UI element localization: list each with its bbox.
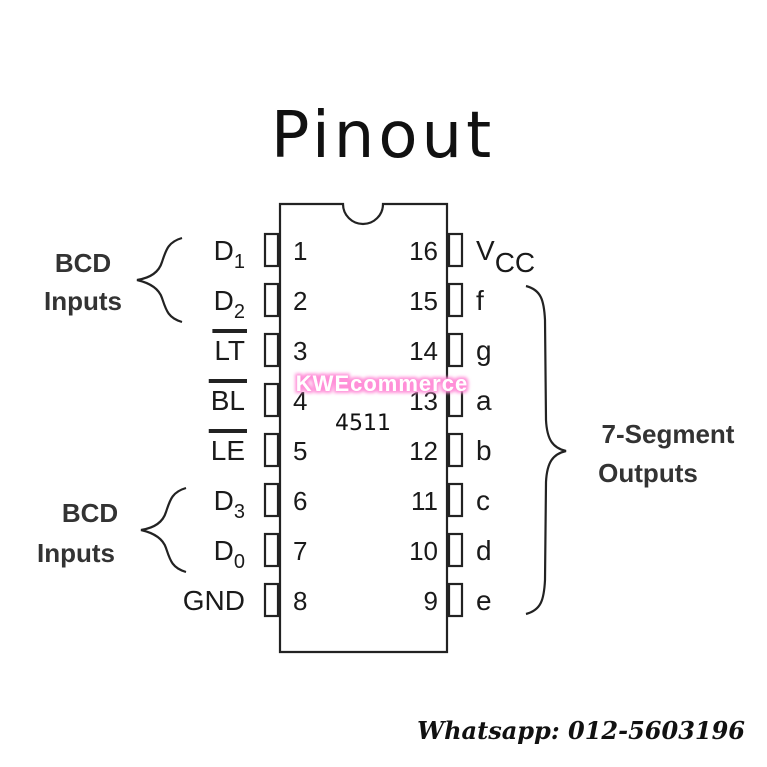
pin-lead [263,482,280,518]
pin-lead [263,582,280,618]
segment-outputs-group: 7-Segment Outputs [525,284,735,616]
segment-outputs-label-line1: 7-Segment [602,419,735,449]
pin-14: 14 g [409,332,492,368]
bcd-top-label-line2: Inputs [44,286,122,316]
bcd-inputs-bottom-group: BCD Inputs [37,486,187,574]
pin-number: 15 [409,286,438,316]
chip-name: 4511 [335,411,391,436]
left-pin-column: 1 D1 2 D2 3 LT 4 BL 5 LE 6 D3 7 D0 8 GND [183,232,307,618]
pin-number: 4 [293,386,307,416]
pin-label: BL [211,385,245,416]
pin-lead [447,332,464,368]
pin-number: 6 [293,486,307,516]
pin-number: 10 [409,536,438,566]
pin-13: 13 a [409,382,492,418]
pin-number: 3 [293,336,307,366]
pin-lead [447,382,464,418]
bcd-top-label-line1: BCD [55,248,111,278]
pin-12: 12 b [409,432,492,468]
segment-outputs-label-line2: Outputs [598,458,698,488]
contact-text: Whatsapp: 012-5603196 [417,716,745,745]
segment-outputs-brace [525,284,567,616]
pin-number: 7 [293,536,307,566]
pin-2: 2 D2 [214,282,307,323]
pin-number: 5 [293,436,307,466]
pin-11: 11 c [411,482,490,518]
pin-lead [447,232,464,268]
pin-lead [263,282,280,318]
pin-label: LE [211,435,245,466]
pin-label: D3 [214,485,245,523]
pin-lead [447,282,464,318]
pin-number: 2 [293,286,307,316]
bcd-bottom-brace [140,486,187,574]
pin-lead [263,232,280,268]
bcd-inputs-top-group: BCD Inputs [44,236,183,324]
pin-16: 16 VCC [409,232,535,278]
page-title: Pinout [271,99,495,173]
bcd-top-brace [136,236,183,324]
bcd-bottom-label-line2: Inputs [37,538,115,568]
pin-label: c [476,485,490,516]
chip-body [278,202,449,654]
pin-lead [263,382,280,418]
pin-number: 1 [293,236,307,266]
pin-7: 7 D0 [214,532,307,573]
pin-lead [447,482,464,518]
pin-4: 4 BL [208,379,307,418]
pin-lead [447,532,464,568]
pin-lead [263,432,280,468]
pin-number: 12 [409,436,438,466]
pin-lead [447,582,464,618]
pin-number: 16 [409,236,438,266]
pin-label: g [476,335,492,366]
pin-label: D2 [214,285,245,323]
pin-label: D0 [214,535,245,573]
pin-number: 9 [424,586,438,616]
pin-6: 6 D3 [214,482,307,523]
pin-label: d [476,535,492,566]
pin-number: 11 [411,486,438,516]
pin-number: 14 [409,336,438,366]
pin-5: 5 LE [208,429,307,468]
pin-number: 13 [409,386,438,416]
pin-number: 8 [293,586,307,616]
pin-1: 1 D1 [214,232,307,273]
pin-lead [447,432,464,468]
pin-label: f [476,285,484,316]
watermark-logo: KWEcommerce [296,371,468,396]
pin-8: 8 GND [183,582,307,618]
pin-3: 3 LT [212,329,307,368]
pin-lead [263,532,280,568]
pin-label: b [476,435,492,466]
bcd-bottom-label-line1: BCD [62,498,118,528]
pin-lead [263,332,280,368]
pin-label: a [476,385,492,416]
pin-label: VCC [476,235,535,278]
pin-15: 15 f [409,282,484,318]
pin-label: LT [214,335,245,366]
pin-label: e [476,585,492,616]
pin-10: 10 d [409,532,492,568]
pin-label: D1 [214,235,245,273]
pin-label: GND [183,585,245,616]
